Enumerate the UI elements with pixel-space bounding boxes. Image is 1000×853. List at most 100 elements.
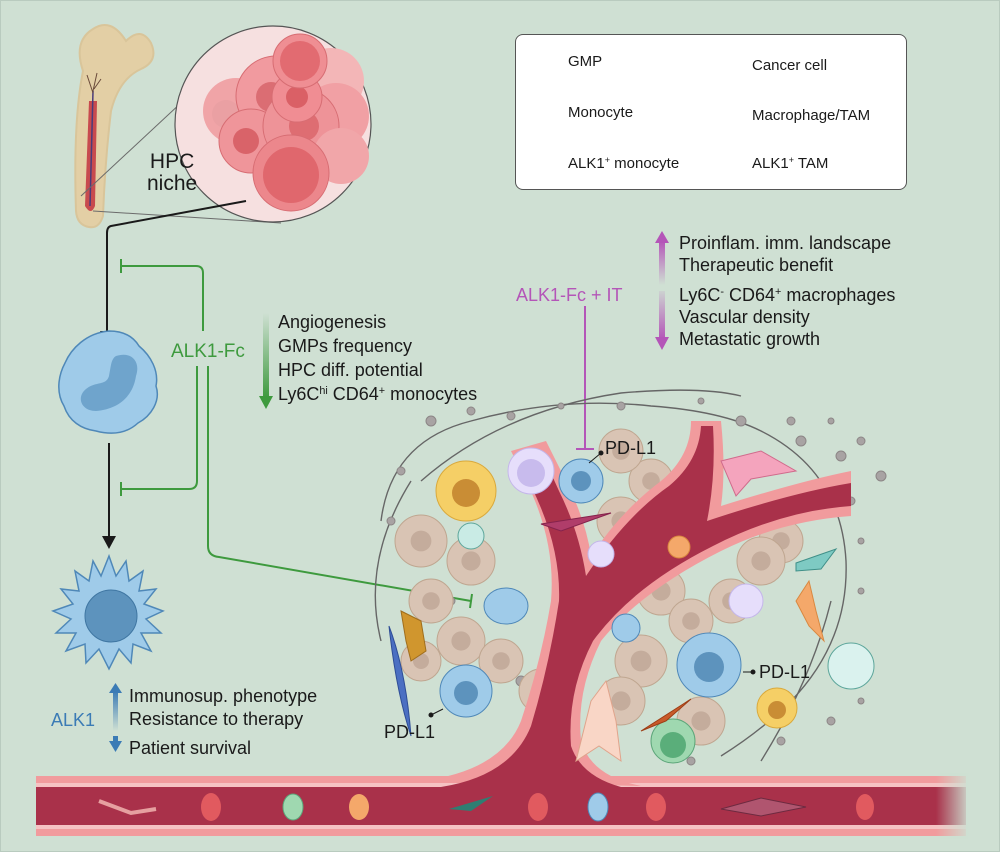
macrophage-tam-cell-icon xyxy=(435,460,497,522)
hpc-niche-label-line1: HPC xyxy=(149,150,195,173)
b-cell-icon xyxy=(650,718,696,764)
vesicle-dot xyxy=(835,450,847,462)
cancer-cell-icon xyxy=(436,616,486,666)
vesicle-dot xyxy=(826,716,836,726)
hpc-niche-label-line2: niche xyxy=(147,172,198,195)
effect-item: Therapeutic benefit xyxy=(679,255,834,275)
vesicle-dot xyxy=(735,415,747,427)
effect-item: HPC diff. potential xyxy=(278,360,423,380)
legend-item-macrophage-tam: Macrophage/TAM xyxy=(752,107,871,124)
legend-box: GMP Cancer cell Monocyte Macrophage/TAM … xyxy=(515,34,907,190)
extravasating-monocyte-icon xyxy=(483,587,529,625)
effect-item: Immunosup. phenotype xyxy=(129,686,318,706)
vesicle-dot xyxy=(425,415,437,427)
alk1-effects-list: Immunosup. phenotype Resistance to thera… xyxy=(129,687,317,762)
blood-vessel-main xyxy=(36,773,971,839)
vesicle-dot xyxy=(686,756,696,766)
vesicle-dot xyxy=(857,697,865,705)
pdl1-label: PD-L1 xyxy=(384,722,436,742)
alk1-tam-cell-icon xyxy=(676,632,742,698)
legend-item-alk1-tam: ALK1+ TAM xyxy=(752,155,829,172)
legend-item-alk1-monocyte: ALK1+ monocyte xyxy=(568,155,680,172)
differentiation-arrow-1 xyxy=(106,200,247,331)
arrowhead-2 xyxy=(102,536,116,549)
cancer-cell-icon xyxy=(668,598,714,644)
cancer-cell-icon xyxy=(614,634,668,688)
alk1fc-effects-list: Angiogenesis GMPs frequency HPC diff. po… xyxy=(278,313,477,409)
fibroblast-icon xyxy=(400,610,427,662)
t-cell-icon xyxy=(457,522,485,550)
purple-up-arrowhead xyxy=(655,231,669,243)
effect-item-ly6c-macrophages: Ly6C- CD64+ macrophages xyxy=(679,285,896,305)
combo-therapy-label: ALK1-Fc + IT xyxy=(516,285,623,305)
alk1-monocyte-cell-icon xyxy=(58,330,158,434)
effect-item: Metastatic growth xyxy=(679,329,821,349)
vesicle-dot xyxy=(466,406,476,416)
femur-bone-icon xyxy=(74,24,155,229)
pdl1-label: PD-L1 xyxy=(605,438,657,458)
combo-down-effects-list: Ly6C- CD64+ macrophages Vascular density… xyxy=(679,286,895,352)
blue-up-arrow-shaft xyxy=(113,691,118,731)
effect-item-ly6c-monocytes: Ly6Chi CD64+ monocytes xyxy=(278,384,478,404)
fibroblast-icon xyxy=(575,679,622,763)
vesicle-dot xyxy=(697,397,705,405)
effect-item: GMPs frequency xyxy=(278,336,413,356)
alk1-tam-cell-icon xyxy=(439,664,493,718)
blood-vessel-branch xyxy=(421,421,851,787)
lymphocyte-icon xyxy=(587,540,615,568)
cancer-cell-icon xyxy=(736,536,786,586)
pdl1-pointers xyxy=(428,450,756,718)
alk1-tam-cell-icon xyxy=(558,458,604,504)
blue-down-arrowhead xyxy=(109,741,122,752)
green-down-arrowhead xyxy=(259,396,273,409)
lymphocyte-icon xyxy=(507,447,555,495)
macrophage-tam-cell-icon xyxy=(756,687,798,729)
green-down-arrow-shaft xyxy=(263,313,269,398)
purple-down-arrowhead xyxy=(655,337,669,350)
vesicle-dot xyxy=(386,516,396,526)
effect-item: Proinflam. imm. landscape xyxy=(679,233,892,253)
vesicle-dot xyxy=(795,435,807,447)
vesicle-dot xyxy=(827,417,835,425)
vesicle-dot xyxy=(875,470,887,482)
blue-up-arrowhead xyxy=(109,683,122,693)
alk1fc-label: ALK1-Fc xyxy=(169,341,247,362)
alk1-monocyte-cell-icon xyxy=(611,613,641,643)
fibroblast-icon xyxy=(795,579,825,643)
vesicle-dot xyxy=(396,466,406,476)
legend-item-monocyte: Monocyte xyxy=(568,104,634,121)
effect-item: Vascular density xyxy=(679,307,810,327)
smooth-muscle-cell-icon xyxy=(540,512,612,532)
effect-item: Resistance to therapy xyxy=(129,709,304,729)
vesicle-dot xyxy=(616,401,626,411)
cancer-cell-icon xyxy=(598,428,644,474)
vesicle-dot xyxy=(506,411,516,421)
activated-t-cell-icon xyxy=(827,642,875,690)
vesicle-dot xyxy=(857,537,865,545)
cancer-cell-icon xyxy=(408,578,454,624)
purple-up-arrow-shaft xyxy=(659,241,665,285)
hpc-niche-label: HPC niche xyxy=(147,151,197,194)
alk1-tam-cell-icon xyxy=(50,553,165,671)
circulating-cells xyxy=(98,792,874,822)
vesicle-dot xyxy=(856,436,866,446)
effect-item: Angiogenesis xyxy=(278,312,387,332)
smooth-muscle-cell-icon xyxy=(640,698,692,732)
lymphocyte-icon xyxy=(728,583,764,619)
zoom-line-bottom xyxy=(92,210,282,224)
monocyte-cell-icon xyxy=(667,535,691,559)
vesicle-dot xyxy=(776,736,786,746)
alk1fc-inhibition-lines xyxy=(120,259,473,609)
cancer-cell-icon xyxy=(394,514,448,568)
vesicle-dot xyxy=(857,587,865,595)
cancer-cell-icon xyxy=(478,638,524,684)
vesicle-dot xyxy=(786,416,796,426)
vesicle-dot xyxy=(557,402,565,410)
hpc-niche-magnified-icon xyxy=(174,25,372,223)
legend-item-cancer-cell: Cancer cell xyxy=(752,57,828,74)
legend-item-gmp: GMP xyxy=(568,53,603,70)
cancer-cell-icon xyxy=(446,536,496,586)
pericyte-icon xyxy=(795,547,838,572)
